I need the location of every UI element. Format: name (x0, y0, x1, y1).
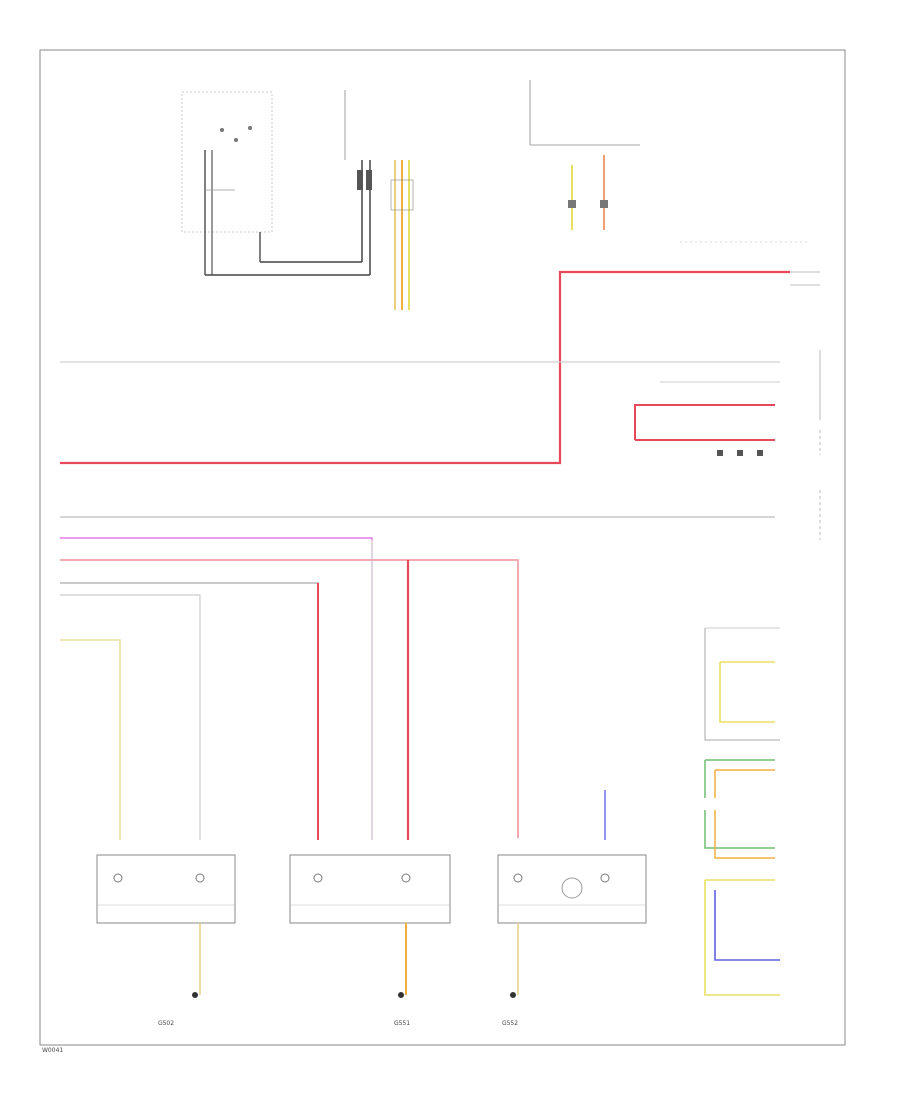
diagram-code: W0041 (42, 1047, 63, 1054)
grey-wire-517 (60, 490, 821, 540)
pink-red-wire (60, 559, 519, 840)
multifunction-module (344, 90, 372, 275)
right-module-wires (634, 350, 821, 456)
diagram-frame (39, 49, 846, 1046)
data-link-wires (390, 160, 414, 310)
passenger-seat-module (704, 759, 775, 859)
red-power-wire (60, 270, 790, 465)
ground-label-g1: G502 (158, 1020, 174, 1027)
turn-signal-switch (181, 91, 370, 276)
right-tail-lamp: G552 (497, 790, 647, 1027)
right-passenger-mirror-module (704, 627, 780, 741)
grey-wires-lower (60, 582, 319, 840)
ground-label-g2: G551 (394, 1020, 410, 1027)
right-rear-turn-lamp: G551 (289, 854, 451, 1027)
instrument-cluster (529, 80, 640, 230)
right-front-turn-lamp: G502 (96, 854, 236, 1027)
yellow-wire (60, 639, 121, 840)
right-rear-door-module (704, 879, 780, 996)
ground-label-g3: G552 (502, 1020, 518, 1027)
